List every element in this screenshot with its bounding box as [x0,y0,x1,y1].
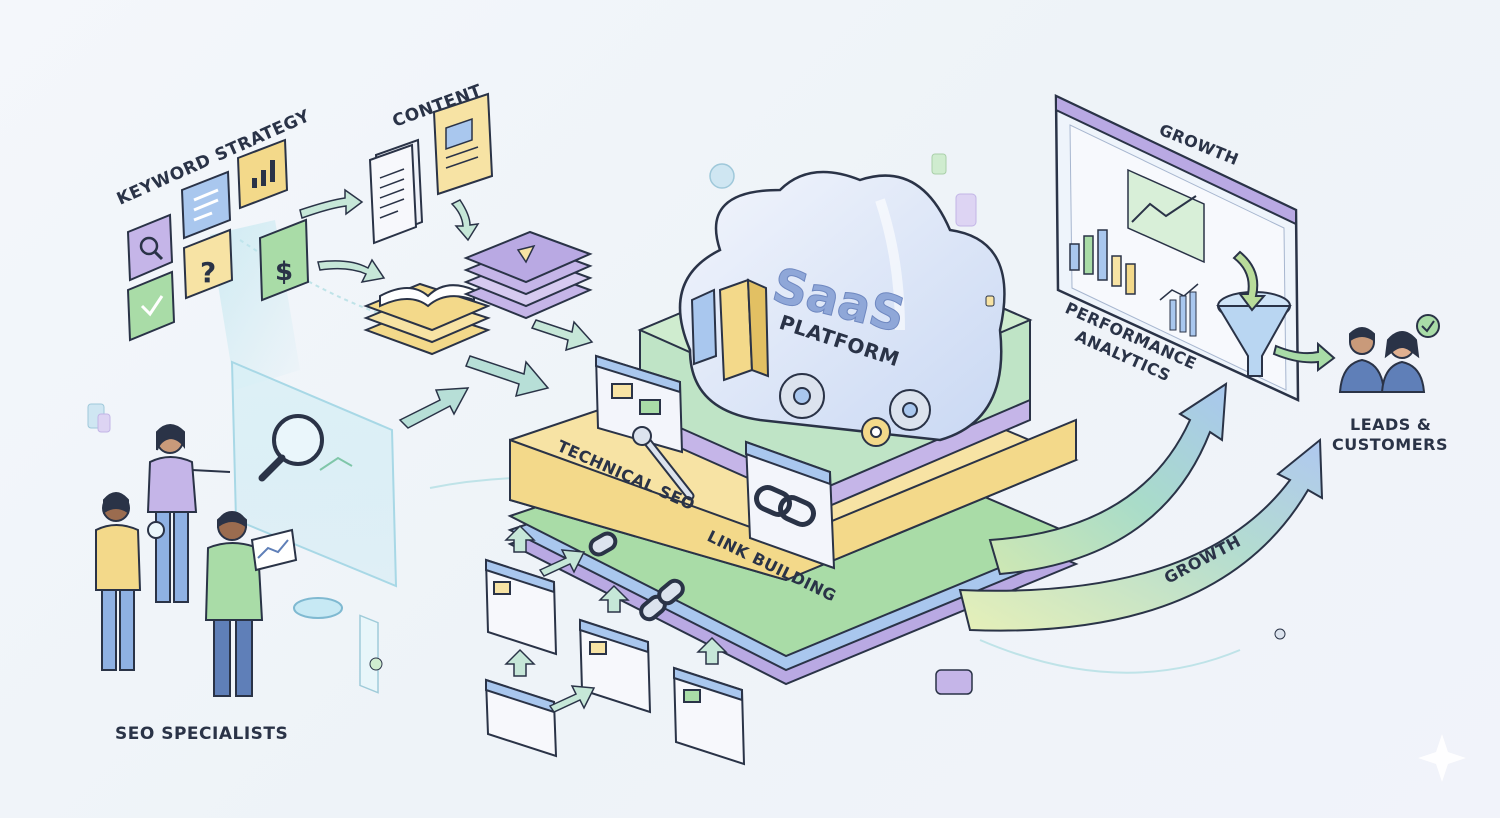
seo-specialist-figures [95,424,298,697]
leads-label: LEADS & [1350,415,1431,434]
buildings-icon [690,278,770,382]
wrench-icon [632,426,695,501]
document-stack-icon [368,138,424,245]
funnel-icon [1216,250,1336,377]
backlink-pages [484,558,746,766]
dollar-icon: $ [258,218,310,302]
svg-text:?: ? [200,256,216,289]
bar-chart-icon [236,138,289,210]
chain-link-icon [754,485,816,527]
bar-chart-icon [1069,229,1136,295]
line-chart-icon [1127,168,1205,337]
holo-dashboard [230,360,398,588]
question-icon: ? [182,228,234,300]
customers-label: CUSTOMERS [1332,435,1448,454]
technical-seo-panel [594,354,684,454]
seo-specialists-label: SEO SPECIALISTS [115,724,288,744]
svg-text:$: $ [275,257,293,287]
flow-arrows-left [299,188,594,429]
platform-base [507,340,1079,686]
holo-projector [293,597,343,619]
gears-icon [779,373,931,447]
video-stack-icon [463,230,593,320]
book-stack-icon [363,282,491,356]
article-icon [432,92,494,196]
check-icon [126,270,176,342]
document-icon [180,170,232,240]
magnifier-icon [126,213,174,282]
keyword-strategy-group: KEYWORD STRATEGY ? $ [114,106,313,390]
seo-specialists-group: SEO SPECIALISTS [95,360,398,744]
decorative-shapes [87,153,1466,782]
content-group: CONTENT [363,81,593,356]
chain-link-icon [588,531,685,622]
growth-arrows [958,382,1324,632]
magnifier-icon [258,414,324,482]
customer-avatars [1338,314,1440,393]
backlink-arrows [504,524,728,713]
